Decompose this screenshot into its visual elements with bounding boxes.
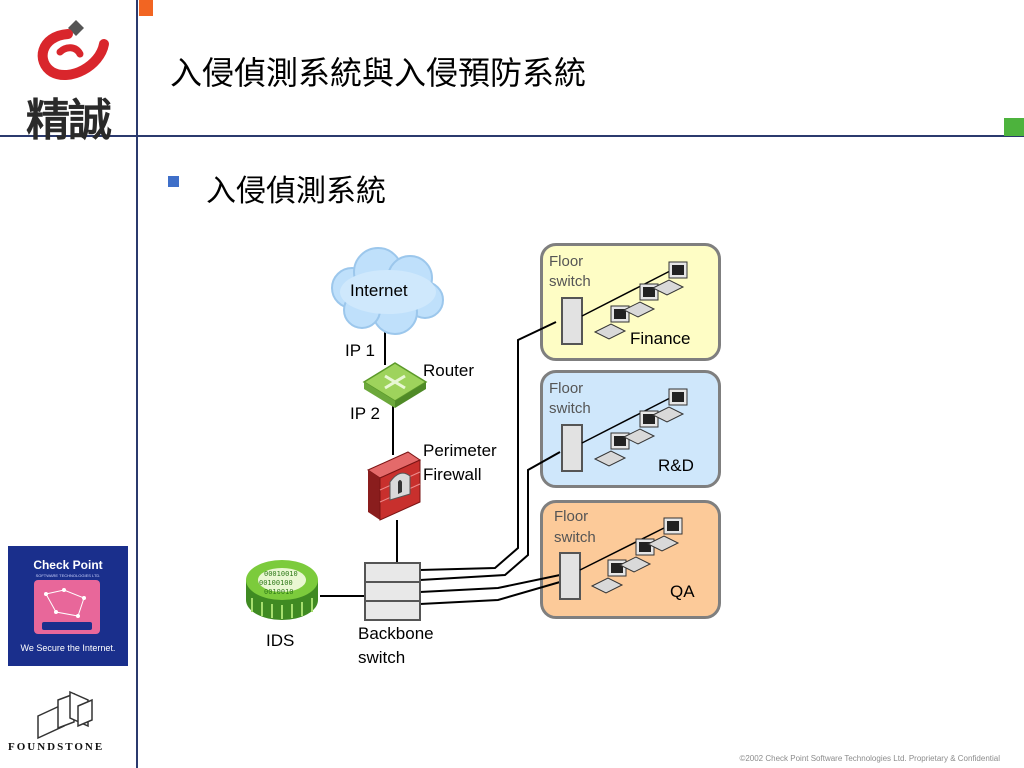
- green-accent-square: [1004, 118, 1024, 136]
- qa-workstation-icons: [591, 517, 683, 594]
- firewall-label-line-2: Firewall: [423, 465, 482, 484]
- copyright-footer: ©2002 Check Point Software Technologies …: [739, 754, 1000, 763]
- firewall-label-line-1: Perimeter: [423, 441, 497, 460]
- rd-workstation-icons: [594, 388, 688, 467]
- floor-switch-finance-icon: [561, 297, 583, 345]
- backbone-label-line-1: Backbone: [358, 624, 434, 643]
- checkpoint-tagline: We Secure the Internet.: [20, 643, 116, 653]
- checkpoint-logo: Check Point SOFTWARE TECHNOLOGIES LTD. W…: [8, 546, 128, 666]
- ids-binary-line-2: 00100100: [259, 579, 293, 587]
- foundstone-logo-icon: [37, 690, 93, 740]
- ids-label: IDS: [266, 631, 295, 650]
- internet-label: Internet: [350, 281, 408, 300]
- internet-cloud-icon: [331, 247, 444, 335]
- backbone-switch-icon: [364, 562, 421, 621]
- company-logo-icon: [37, 20, 109, 81]
- floor-switch-rd-icon: [561, 424, 583, 472]
- backbone-label-line-2: switch: [358, 648, 406, 667]
- checkpoint-screen-icon: [34, 580, 100, 634]
- ip2-label: IP 2: [350, 404, 380, 423]
- finance-floor-label-line-2: switch: [549, 273, 591, 290]
- firewall-icon: [366, 451, 422, 521]
- qa-floor-label-line-1: Floor: [554, 508, 589, 525]
- finance-workstation-icons: [594, 261, 688, 340]
- router-icon: [362, 362, 428, 408]
- bullet-text: 入侵偵測系統: [206, 174, 386, 209]
- ip1-label: IP 1: [345, 341, 375, 360]
- ids-binary-line-3: 0010010: [264, 588, 294, 596]
- rd-floor-label-line-1: Floor: [549, 380, 584, 397]
- company-logo-text: 精誠: [26, 95, 112, 146]
- checkpoint-title: Check Point: [33, 558, 103, 572]
- finance-floor-label-line-1: Floor: [549, 253, 584, 270]
- rd-floor-label-line-2: switch: [549, 400, 591, 417]
- foundstone-text: FOUNDSTONE: [8, 741, 105, 753]
- checkpoint-subtitle: SOFTWARE TECHNOLOGIES LTD.: [35, 573, 101, 578]
- sidebar: [0, 0, 138, 768]
- qa-floor-label-line-2: switch: [554, 529, 596, 546]
- router-label: Router: [423, 361, 475, 380]
- ids-binary-line-1: 00010010: [264, 570, 298, 578]
- header-divider: [0, 135, 1024, 137]
- slide-title: 入侵偵測系統與入侵預防系統: [170, 54, 587, 92]
- ids-icon: [246, 560, 318, 620]
- qa-label: QA: [670, 582, 695, 601]
- orange-accent-square: [139, 0, 153, 16]
- floor-switch-qa-icon: [559, 552, 581, 600]
- rd-label: R&D: [658, 456, 694, 475]
- finance-label: Finance: [630, 329, 691, 348]
- bullet-marker: [168, 176, 179, 187]
